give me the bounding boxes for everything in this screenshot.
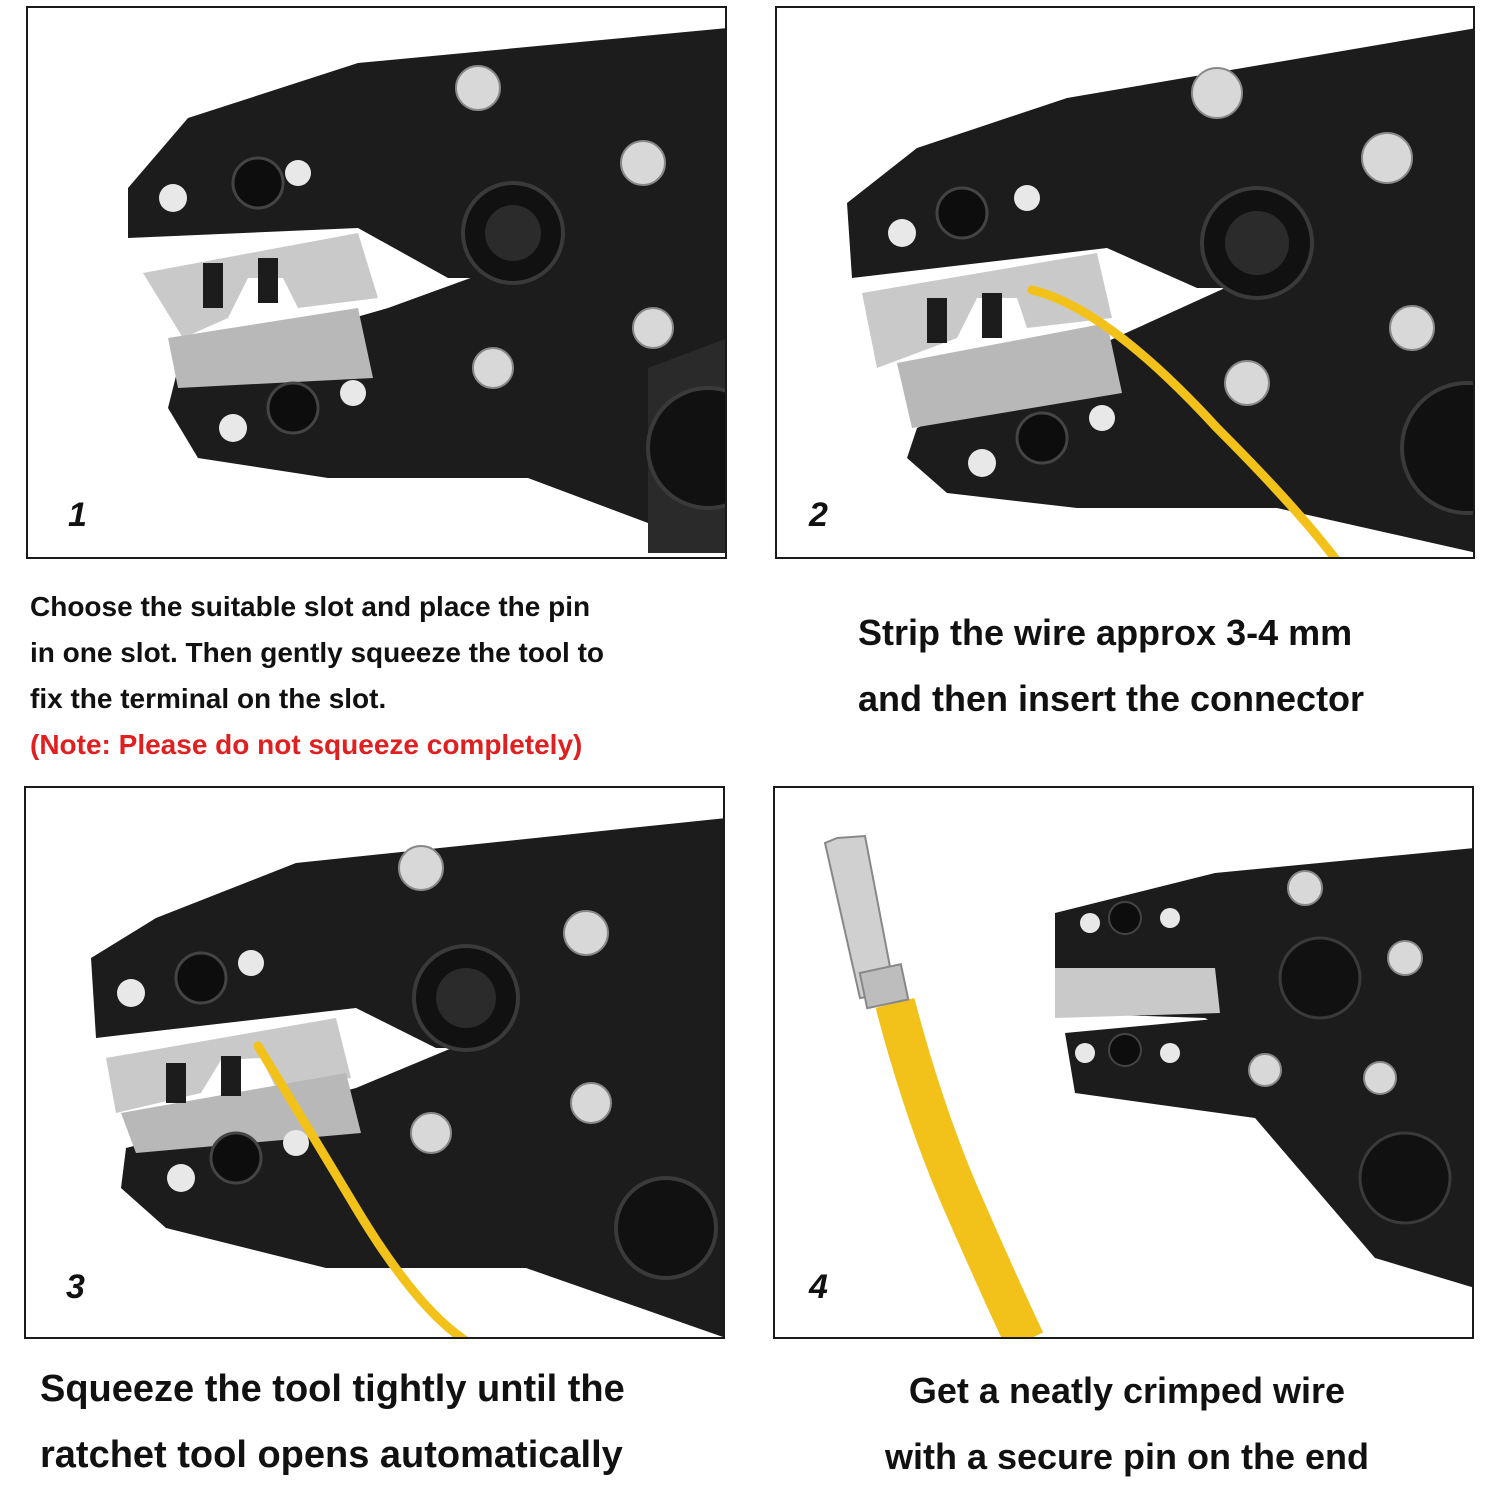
caption-line: Strip the wire approx 3-4 mm — [858, 612, 1353, 653]
caption-line: in one slot. Then gently squeeze the too… — [30, 637, 605, 668]
step-1-photo: 1 — [26, 6, 727, 559]
caption-line: Squeeze the tool tightly until the — [40, 1368, 625, 1410]
step-2-photo: 2 — [775, 6, 1475, 559]
step-number: 1 — [68, 496, 87, 534]
crimped-wire-and-tool-image — [823, 834, 1472, 1337]
caption-note: (Note: Please do not squeeze completely) — [30, 729, 583, 760]
step-2-caption: Strip the wire approx 3-4 mm and then in… — [858, 600, 1364, 732]
step-3-photo: 3 — [24, 786, 725, 1339]
step-1-caption: Choose the suitable slot and place the p… — [30, 584, 604, 768]
step-3-caption: Squeeze the tool tightly until the ratch… — [40, 1356, 625, 1488]
step-number: 4 — [809, 1268, 828, 1306]
caption-line: with a secure pin on the end — [884, 1436, 1370, 1477]
step-number: 2 — [809, 496, 828, 534]
crimper-tool-image — [847, 28, 1473, 557]
caption-line: ratchet tool opens automatically — [40, 1434, 623, 1476]
crimper-tool-image — [128, 28, 725, 553]
step-4-photo: 4 — [773, 786, 1474, 1339]
step-number: 3 — [66, 1268, 85, 1306]
caption-line: fix the terminal on the slot. — [30, 683, 387, 714]
crimper-tool-image — [91, 818, 723, 1337]
caption-line: and then insert the connector — [858, 678, 1365, 719]
step-4-caption: Get a neatly crimped wire with a secure … — [862, 1358, 1392, 1490]
caption-line: Get a neatly crimped wire — [908, 1370, 1346, 1411]
caption-line: Choose the suitable slot and place the p… — [30, 591, 591, 622]
